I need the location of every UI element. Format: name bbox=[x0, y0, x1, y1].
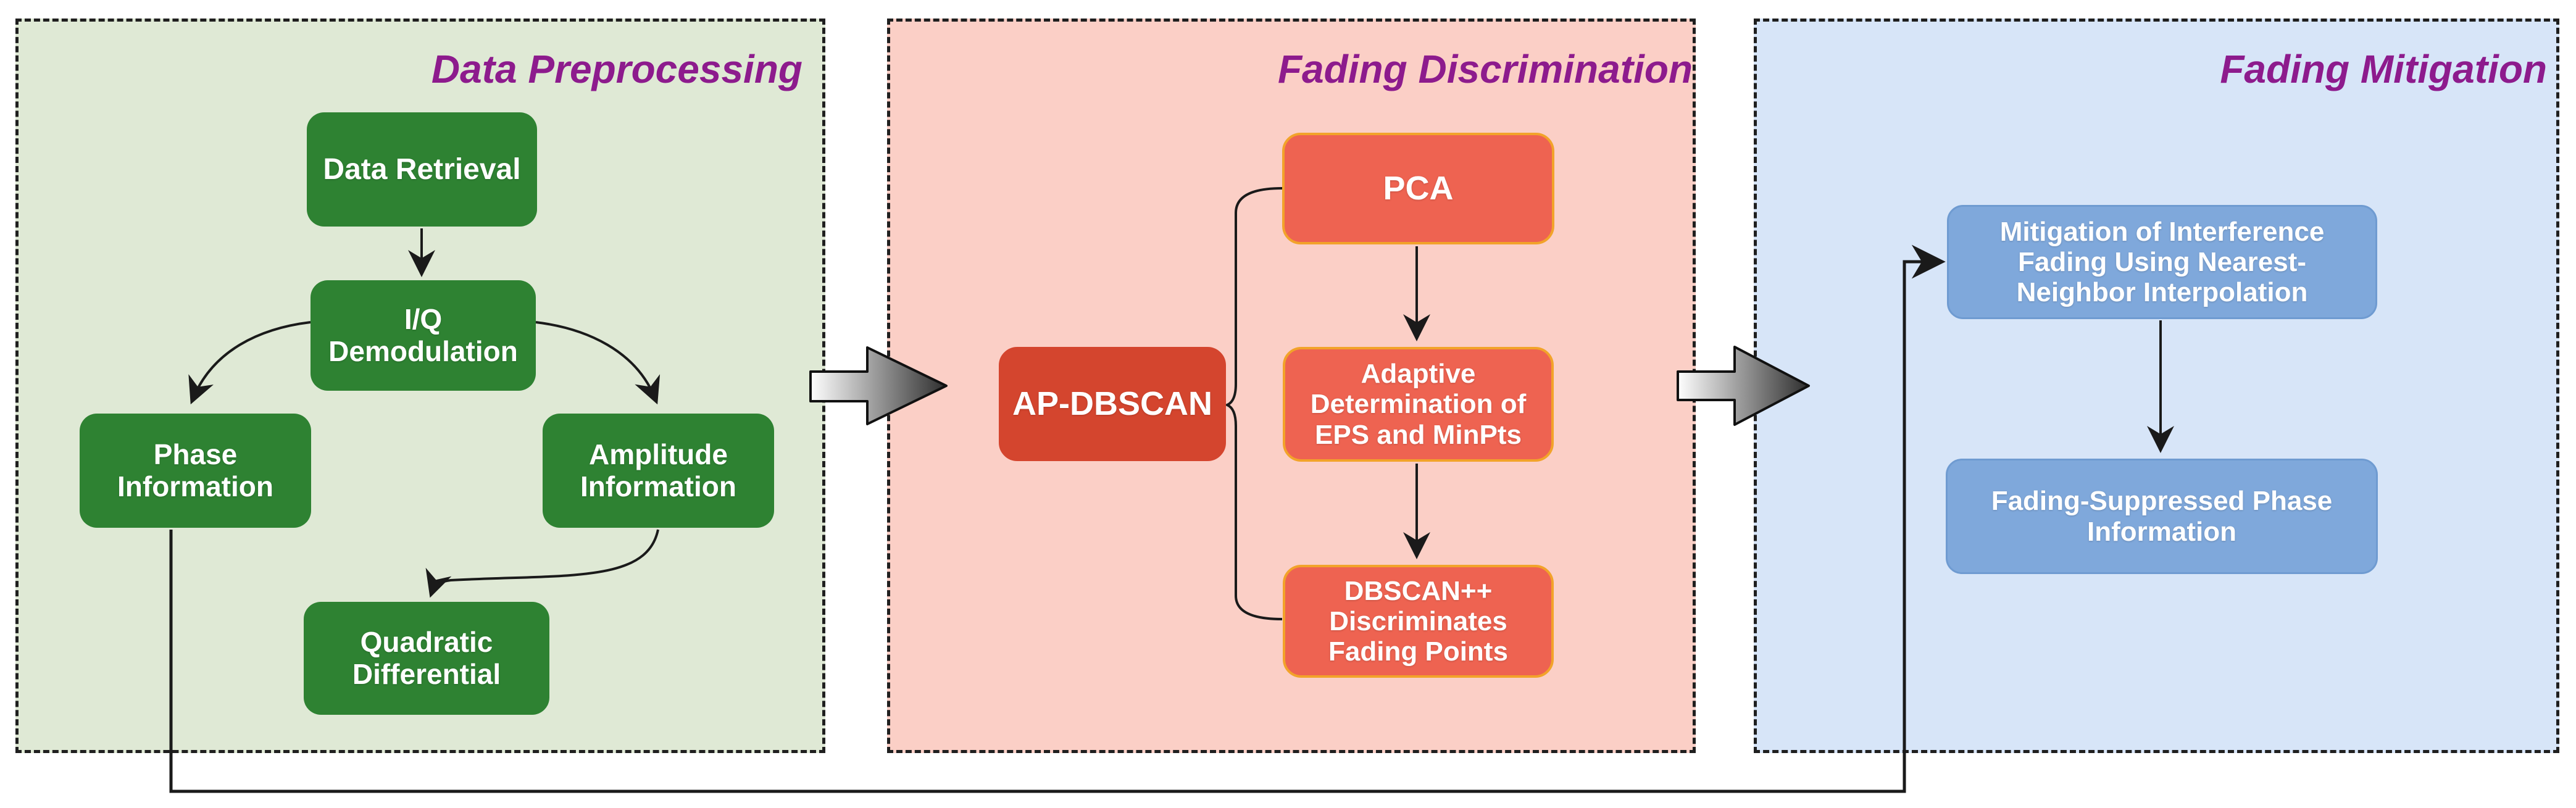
node-adaptive-determination: Adaptive Determination of EPS and MinPts bbox=[1283, 347, 1554, 462]
node-data-retrieval: Data Retrieval bbox=[307, 112, 537, 227]
node-pca: PCA bbox=[1282, 133, 1554, 244]
node-amplitude-information: Amplitude Information bbox=[543, 414, 774, 528]
title-fading-mitigation: Fading Mitigation bbox=[2220, 47, 2547, 91]
node-ap-dbscan: AP-DBSCAN bbox=[999, 347, 1226, 461]
panel-fading-mitigation bbox=[1754, 19, 2559, 753]
title-data-preprocessing: Data Preprocessing bbox=[431, 47, 802, 91]
title-fading-discrimination: Fading Discrimination bbox=[1277, 47, 1693, 91]
node-phase-information: Phase Information bbox=[80, 414, 311, 528]
node-dbscan-plus-plus: DBSCAN++ Discriminates Fading Points bbox=[1283, 565, 1554, 678]
node-iq-demodulation: I/Q Demodulation bbox=[311, 280, 536, 391]
node-mitigation-interference-fading: Mitigation of Interference Fading Using … bbox=[1947, 205, 2377, 319]
node-quadratic-differential: Quadratic Differential bbox=[304, 602, 549, 715]
node-fading-suppressed-phase: Fading-Suppressed Phase Information bbox=[1946, 459, 2378, 574]
